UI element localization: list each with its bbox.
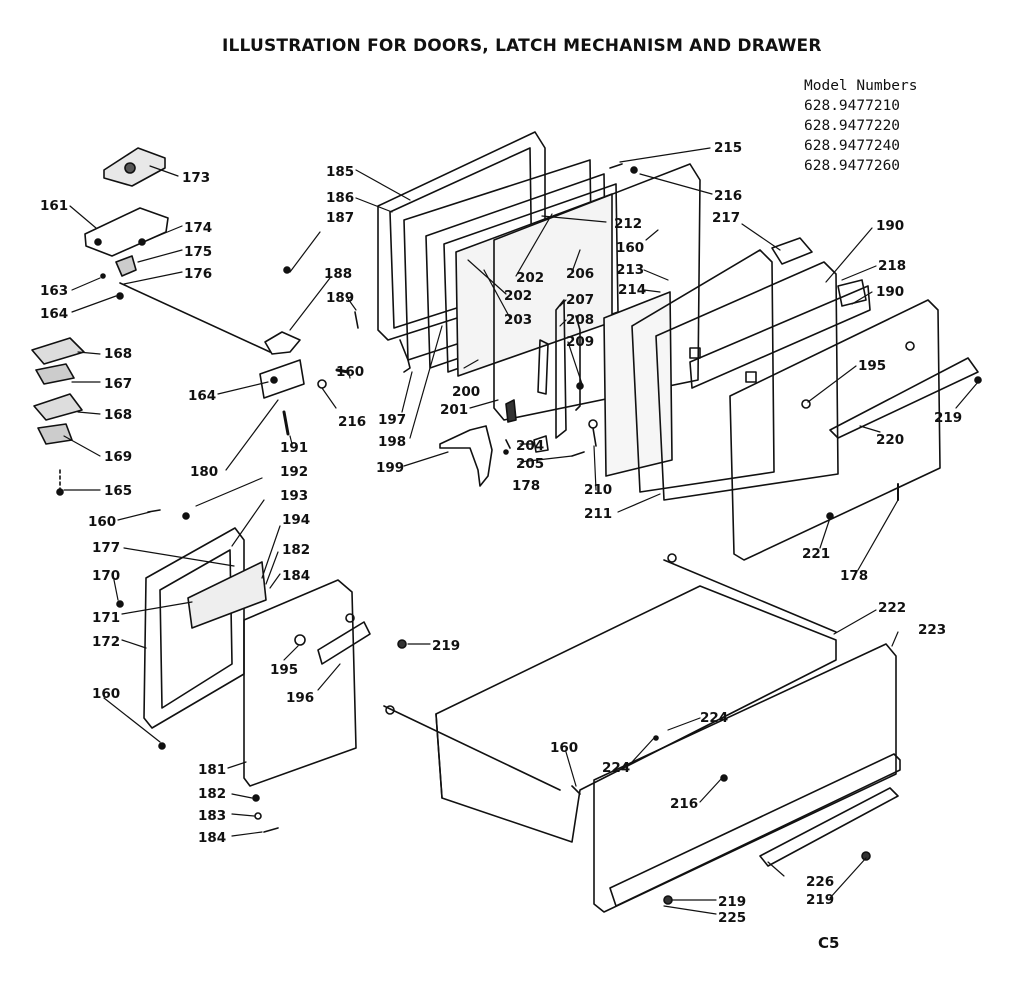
part-label: 210 (584, 482, 612, 498)
part-label: 222 (878, 600, 906, 616)
part-label: 177 (92, 540, 120, 556)
part-label: 197 (378, 412, 406, 428)
part-label: 193 (280, 488, 308, 504)
part-label: 195 (270, 662, 298, 678)
part-label: 215 (714, 140, 742, 156)
part-label: 203 (504, 312, 532, 328)
part-label: 175 (184, 244, 212, 260)
part-label: 213 (616, 262, 644, 278)
part-label: 190 (876, 218, 904, 234)
part-label: 209 (566, 334, 594, 350)
part-label: 180 (190, 464, 218, 480)
part-label: 164 (188, 388, 216, 404)
part-label: 160 (88, 514, 116, 530)
part-label: 219 (806, 892, 834, 908)
part-label: 226 (806, 874, 834, 890)
part-label: 219 (432, 638, 460, 654)
part-callouts: 173 161 174 175 176 163 164 168 167 168 … (40, 140, 962, 926)
part-label: 217 (712, 210, 740, 226)
part-label: 192 (280, 464, 308, 480)
part-label: 172 (92, 634, 120, 650)
part-label: 218 (878, 258, 906, 274)
model-numbers: Model Numbers 628.9477210 628.9477220 62… (804, 76, 918, 176)
part-label: 196 (286, 690, 314, 706)
part-label: 191 (280, 440, 308, 456)
part-label: 178 (512, 478, 540, 494)
part-label: 205 (516, 456, 544, 472)
part-label: 195 (858, 358, 886, 374)
part-label: 182 (282, 542, 310, 558)
part-label: 174 (184, 220, 212, 236)
part-label: 160 (616, 240, 644, 256)
part-label: 187 (326, 210, 354, 226)
lower-door-assembly (116, 509, 407, 833)
part-label: 207 (566, 292, 594, 308)
part-label: 216 (670, 796, 698, 812)
part-label: 170 (92, 568, 120, 584)
part-label: 185 (326, 164, 354, 180)
part-label: 204 (516, 438, 544, 454)
part-label: 216 (338, 414, 366, 430)
part-label: 201 (440, 402, 468, 418)
part-label: 184 (282, 568, 310, 584)
part-label: 225 (718, 910, 746, 926)
latch-hardware (31, 147, 359, 496)
part-label: 184 (198, 830, 226, 846)
part-label: 219 (934, 410, 962, 426)
drawer-assembly (383, 553, 901, 913)
part-label: 220 (876, 432, 904, 448)
part-label: 165 (104, 483, 132, 499)
part-label: 189 (326, 290, 354, 306)
model-number: 628.9477240 (804, 138, 901, 154)
part-label: 198 (378, 434, 406, 450)
part-label: 224 (602, 760, 630, 776)
part-label: 164 (40, 306, 68, 322)
part-label: 206 (566, 266, 594, 282)
model-number: 628.9477210 (804, 98, 901, 114)
part-label: 173 (182, 170, 210, 186)
part-label: 190 (876, 284, 904, 300)
part-label: 212 (614, 216, 642, 232)
part-label: 178 (840, 568, 868, 584)
part-label: 202 (504, 288, 532, 304)
part-label: 176 (184, 266, 212, 282)
part-label: 216 (714, 188, 742, 204)
part-label: 219 (718, 894, 746, 910)
part-label: 211 (584, 506, 612, 522)
part-label: 163 (40, 283, 68, 299)
part-label: 214 (618, 282, 646, 298)
part-label: 200 (452, 384, 480, 400)
part-label: 186 (326, 190, 354, 206)
part-label: 160 (92, 686, 120, 702)
part-label: 183 (198, 808, 226, 824)
part-label: 169 (104, 449, 132, 465)
part-label: 199 (376, 460, 404, 476)
oven-door-assembly (377, 131, 982, 561)
diagram-title: ILLUSTRATION FOR DOORS, LATCH MECHANISM … (222, 36, 822, 56)
part-label: 188 (324, 266, 352, 282)
part-label: 221 (802, 546, 830, 562)
part-label: 182 (198, 786, 226, 802)
part-label: 223 (918, 622, 946, 638)
part-label: 161 (40, 198, 68, 214)
part-label: 167 (104, 376, 132, 392)
part-label: 224 (700, 710, 728, 726)
part-label: 181 (198, 762, 226, 778)
page-code: C5 (818, 934, 840, 952)
part-label: 160 (550, 740, 578, 756)
part-label: 160 (336, 364, 364, 380)
part-label: 168 (104, 407, 132, 423)
leader-lines (63, 147, 979, 915)
model-number: 628.9477220 (804, 118, 901, 134)
part-label: 168 (104, 346, 132, 362)
part-label: 194 (282, 512, 310, 528)
part-label: 208 (566, 312, 594, 328)
model-number: 628.9477260 (804, 158, 901, 174)
part-label: 202 (516, 270, 544, 286)
part-label: 171 (92, 610, 120, 626)
model-heading: Model Numbers (804, 78, 918, 94)
